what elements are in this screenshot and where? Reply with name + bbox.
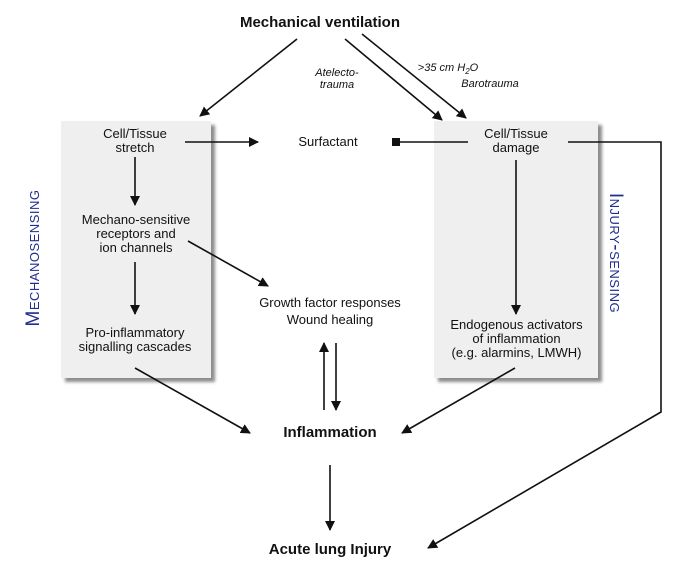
inflammation: Inflammation xyxy=(283,424,377,441)
pressure-label: >35 cm H2O xyxy=(417,62,479,77)
arrow-cascades-to-inflammation xyxy=(134,367,251,434)
acute-lung-injury: Acute lung Injury xyxy=(268,541,392,558)
arrow-mv-to-damage-baro xyxy=(361,33,467,119)
atelectotrauma-label: Atelecto- trauma xyxy=(315,67,359,91)
arrow-damage-to-injury xyxy=(427,141,662,549)
mechanosensing-panel xyxy=(61,121,211,378)
arrow-activators-to-inflammation xyxy=(401,367,516,434)
arrow-receptors-to-growth xyxy=(187,240,269,287)
mechanosensing-side-label: Mechanosensing xyxy=(23,189,44,327)
inhibit-end-marker xyxy=(392,138,400,146)
mechanical-ventilation-title: Mechanical ventilation xyxy=(239,14,401,31)
surfactant: Surfactant xyxy=(298,134,358,149)
arrow-mv-to-damage-atelecto xyxy=(344,38,443,121)
barotrauma-label: Barotrauma xyxy=(461,78,519,90)
arrow-mv-to-stretch xyxy=(199,38,298,117)
injury-sensing-side-label: Injury-sensing xyxy=(605,192,626,314)
